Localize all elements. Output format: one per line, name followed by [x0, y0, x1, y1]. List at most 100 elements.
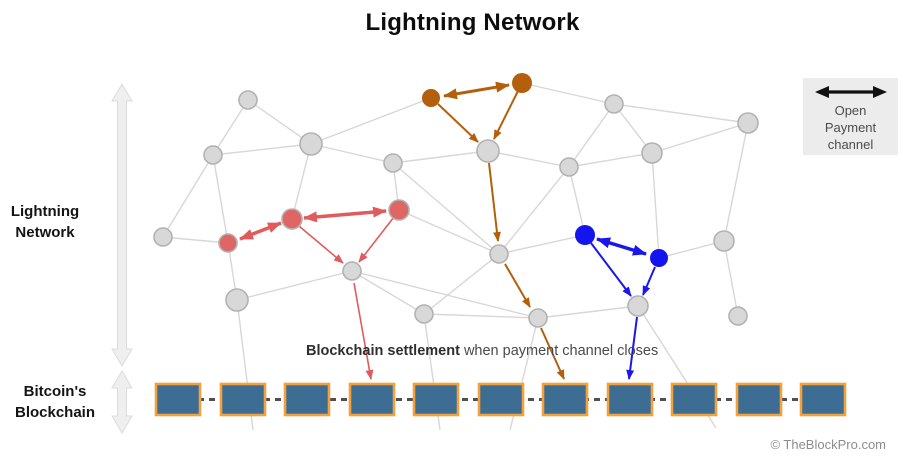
blockchain-block-6 — [477, 382, 525, 417]
settlement-caption-bold: Blockchain settlement — [306, 343, 460, 359]
channel-edge — [212, 99, 249, 156]
payment-arrow-red — [358, 216, 395, 263]
legend-label-line1: Open — [834, 103, 867, 118]
network-node-r2-red — [281, 208, 303, 230]
channel-edge — [723, 240, 739, 317]
network-node-g13-gray — [414, 304, 434, 324]
payment-arrow-orange — [437, 103, 479, 143]
page-title: Lightning Network — [365, 9, 580, 36]
channel-edge — [723, 122, 749, 242]
network-node-g17-gray — [713, 230, 735, 252]
network-node-g4-gray — [383, 153, 403, 173]
blockchain-block-8 — [606, 382, 654, 417]
label-lightning-line2: Network — [15, 224, 75, 241]
channel-edge — [162, 154, 214, 238]
channel-edge — [487, 150, 570, 168]
payment-arrow-blue — [590, 242, 632, 297]
channel-edge — [423, 313, 539, 319]
blockchain-block-4 — [348, 382, 396, 417]
settlement-caption: Blockchain settlement when payment chann… — [306, 343, 658, 359]
channel-edge — [310, 97, 432, 145]
network-node-g12-gray — [342, 261, 362, 281]
payment-arrow-orange — [488, 162, 501, 242]
network-node-g15-gray — [528, 308, 548, 328]
open-channel-arrow-red — [303, 206, 387, 223]
open-channel-arrow-red — [239, 221, 282, 241]
channel-edge — [568, 166, 586, 236]
channel-edge — [162, 236, 229, 244]
network-node-g18-gray — [728, 306, 748, 326]
channel-edge — [651, 152, 660, 259]
network-node-g5-gray — [476, 139, 500, 163]
blockchain-block-10 — [735, 382, 783, 417]
channel-edge — [392, 162, 500, 255]
network-node-o1-orange — [422, 89, 440, 107]
channel-edge — [236, 270, 353, 301]
channel-edge — [247, 99, 312, 145]
channel-edge — [498, 166, 570, 255]
network-node-g8-gray — [641, 142, 663, 164]
open-channel-arrow-orange — [443, 81, 510, 100]
network-node-g1-gray — [238, 90, 258, 110]
channel-edge — [310, 143, 394, 164]
blockchain-block-11 — [799, 382, 847, 417]
payment-arrow-blue — [642, 266, 656, 296]
channel-edge — [613, 103, 749, 124]
settlement-arrow-orange — [540, 327, 565, 380]
double-arrow-icon — [814, 86, 887, 98]
network-node-g2-gray — [203, 145, 223, 165]
channel-edge — [398, 209, 500, 255]
network-node-g9-gray — [559, 157, 579, 177]
channel-edge — [291, 143, 312, 220]
settlement-arrow-red — [353, 282, 374, 380]
network-node-r3-red — [388, 199, 410, 221]
legend-label-line3: channel — [827, 137, 874, 152]
network-node-g10-gray — [153, 227, 173, 247]
legend-open-payment-channel: Open Payment channel — [803, 78, 898, 155]
label-lightning-line1: Lightning — [10, 203, 80, 220]
label-bitcoin-line2: Blockchain — [14, 404, 96, 421]
label-bitcoin-line1: Bitcoin's — [23, 383, 87, 400]
settlement-caption-rest: when payment channel closes — [459, 343, 659, 359]
open-channel-arrow-blue — [596, 237, 647, 256]
blockchain-block-2 — [219, 382, 267, 417]
blockchain-block-1 — [154, 382, 202, 417]
network-node-b1-blue — [575, 225, 595, 245]
bitcoin-blockchain-span-arrow — [111, 370, 133, 434]
channel-edge — [658, 240, 725, 259]
payment-arrow-orange — [493, 90, 519, 140]
blockchain-block-5 — [412, 382, 460, 417]
network-node-g7-gray — [737, 112, 759, 134]
channel-edge — [568, 152, 653, 168]
label-lightning-network: Lightning Network — [0, 201, 90, 243]
channel-edge — [568, 103, 615, 168]
channel-edge — [651, 122, 749, 154]
copyright: © TheBlockPro.com — [770, 437, 886, 452]
network-node-r1-red — [218, 233, 238, 253]
network-node-g16-gray — [627, 295, 649, 317]
network-node-g14-gray — [489, 244, 509, 264]
lightning-network-span-arrow — [111, 83, 133, 367]
blockchain-block-7 — [541, 382, 589, 417]
settlement-arrow-blue — [626, 316, 638, 380]
network-node-g6-gray — [604, 94, 624, 114]
network-node-b2-blue — [650, 249, 668, 267]
label-bitcoins-blockchain: Bitcoin's Blockchain — [4, 381, 106, 423]
channel-edge — [423, 253, 500, 315]
channel-edge — [498, 234, 586, 255]
blockchain-block-9 — [670, 382, 718, 417]
network-node-g3-gray — [299, 132, 323, 156]
legend-label-line2: Payment — [824, 120, 877, 135]
channel-edge — [521, 82, 615, 105]
channel-edge — [351, 270, 425, 315]
payment-arrow-orange — [504, 263, 531, 308]
blockchain-block-3 — [283, 382, 331, 417]
channel-edge — [392, 150, 489, 164]
network-node-g11-gray — [225, 288, 249, 312]
channel-edge — [537, 305, 639, 319]
channel-edge — [212, 143, 312, 156]
payment-arrow-red — [298, 225, 344, 264]
channel-edge — [212, 154, 229, 244]
